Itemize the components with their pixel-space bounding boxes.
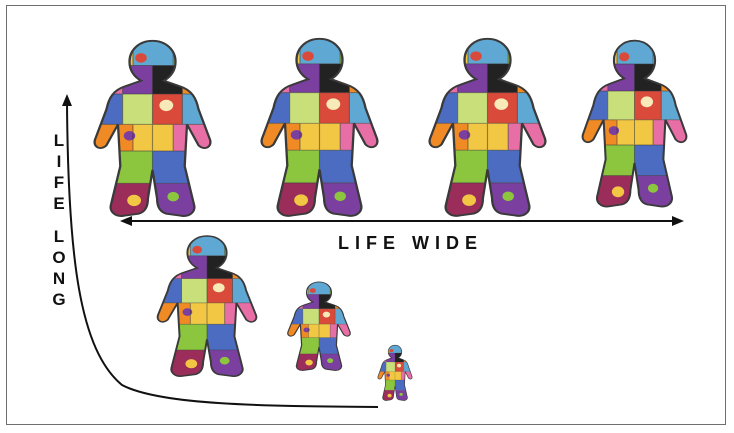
puzzle-person-icon [581, 37, 689, 217]
life-long-letter: F [48, 172, 70, 193]
life-long-letter: O [48, 247, 70, 268]
puzzle-person-icon [377, 344, 413, 404]
life-long-letter: E [48, 193, 70, 214]
life-wide-arrow [120, 216, 684, 226]
puzzle-person-icon [260, 35, 381, 227]
life-long-letter: I [48, 151, 70, 172]
life-long-letter: L [48, 226, 70, 247]
puzzle-person-icon [428, 35, 549, 227]
life-long-label: L I F E L O N G [48, 130, 70, 310]
puzzle-person-icon [156, 233, 259, 385]
puzzle-person-icon [287, 280, 352, 376]
life-long-gap [48, 214, 70, 226]
life-long-letter: G [48, 289, 70, 310]
life-long-letter: N [48, 268, 70, 289]
life-wide-label: LIFE WIDE [338, 233, 483, 254]
puzzle-person-icon [93, 37, 214, 227]
life-long-letter: L [48, 130, 70, 151]
